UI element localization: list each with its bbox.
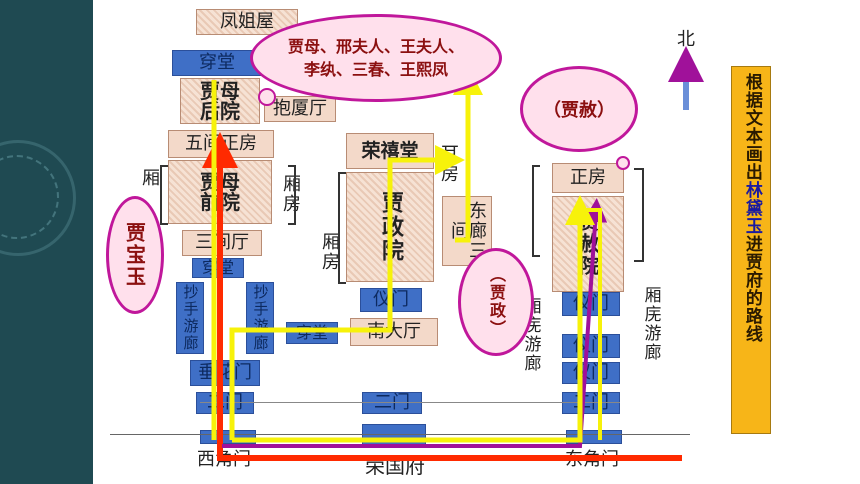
er-fang: 耳房 xyxy=(438,144,459,184)
bracket-left-1 xyxy=(160,165,168,225)
bracket-left-2 xyxy=(288,165,296,225)
er-gate-line xyxy=(200,402,620,403)
rongxi-hall: 荣禧堂 xyxy=(346,133,434,169)
left-decor-strip xyxy=(0,0,93,484)
bao-xia-ting: 抱厦厅 xyxy=(264,96,336,122)
side-note-panel: 根据文本画出林黛玉进贾府的路线 xyxy=(731,66,771,434)
xiang-wu-corridor-right: 厢庑游廊 xyxy=(640,286,661,362)
cloud-jia-zheng: （贾政） xyxy=(458,248,534,356)
fengjie-house: 凤姐屋 xyxy=(196,9,298,35)
er-gate-center: 二门 xyxy=(362,392,422,414)
side-note-text: 根据文本画出林黛玉进贾府的路线 xyxy=(741,73,762,343)
jia-mu-back-court: 贾母后院 xyxy=(180,78,260,124)
bracket-right-1 xyxy=(532,165,540,257)
rong-guo-fu-label: 荣国府 xyxy=(365,454,425,478)
chao-shou-corridor-right: 抄手游廊 xyxy=(246,282,274,354)
south-grand-hall: 南大厅 xyxy=(350,318,438,346)
chuan-tang-mid: 穿堂 xyxy=(192,258,244,278)
xiang-left: 厢 xyxy=(142,168,160,189)
chuan-tang-right: 穿堂 xyxy=(286,322,338,344)
main-gate-box xyxy=(362,424,426,448)
cloud-jia-she: （贾赦） xyxy=(520,66,638,152)
dongjiao-gate-label: 东角门 xyxy=(565,449,619,470)
chuihua-gate: 垂花门 xyxy=(190,360,260,386)
xijiao-gate-label: 西角门 xyxy=(197,449,251,470)
bracket-center xyxy=(338,172,346,284)
north-label: 北 xyxy=(677,29,695,50)
yi-gate-right-2: 仪门 xyxy=(562,334,620,358)
er-gate-left: 二门 xyxy=(196,392,254,414)
chao-shou-corridor-left: 抄手游廊 xyxy=(176,282,204,354)
cloud-tail-2 xyxy=(616,156,630,170)
bracket-right-2 xyxy=(634,168,644,262)
jia-zheng-court: 贾政院 xyxy=(346,172,434,282)
yi-gate-center: 仪门 xyxy=(360,288,422,312)
jia-she-court: 贾赦院 xyxy=(552,196,624,292)
er-gate-right: 二门 xyxy=(562,392,620,414)
cloud-jia-mu-group: 贾母、邢夫人、王夫人、李纨、三春、王熙凤 xyxy=(250,14,502,102)
five-room-main-hall: 五间正房 xyxy=(168,130,274,158)
cloud-tail-1 xyxy=(258,88,276,106)
jia-mu-front-court: 贾母前院 xyxy=(168,160,272,224)
yi-gate-right-1: 仪门 xyxy=(562,292,620,316)
chuan-tang-top: 穿堂 xyxy=(172,50,262,76)
cloud-jia-baoyu: 贾宝玉 xyxy=(106,196,164,314)
yi-gate-right-3: 仪门 xyxy=(562,362,620,384)
three-room-hall: 三间厅 xyxy=(182,230,262,256)
main-room-right: 正房 xyxy=(552,163,624,193)
xijiao-gate-box xyxy=(200,430,256,444)
dongjiao-gate-box xyxy=(566,430,622,444)
ground-line xyxy=(110,434,690,435)
